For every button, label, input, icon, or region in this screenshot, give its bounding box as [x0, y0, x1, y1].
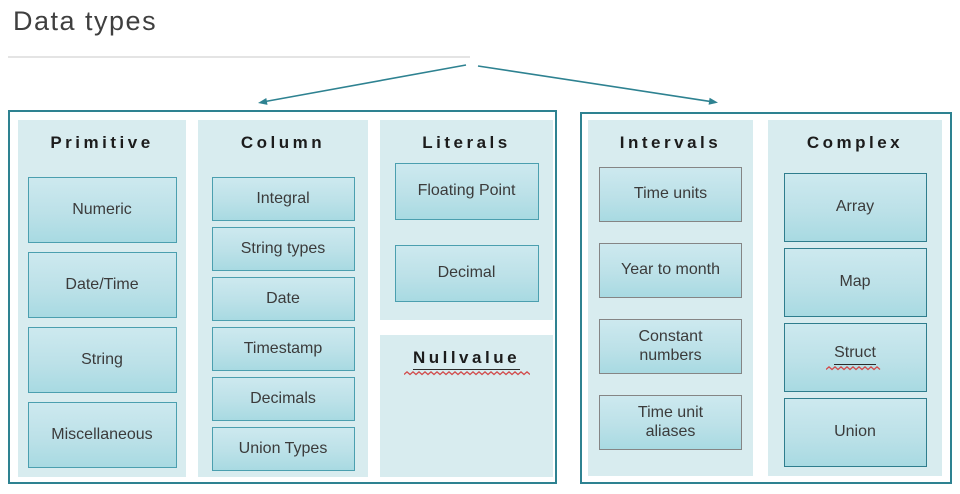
type-box-string: String	[27, 327, 177, 393]
type-box-struct: Struct	[783, 323, 927, 392]
type-box-label: String	[81, 350, 123, 368]
column-items: Integral String types Date Timestamp Dec…	[198, 177, 368, 471]
left-group-box: Primitive Numeric Date/Time String Misce…	[8, 110, 557, 484]
spellcheck-squiggle	[826, 365, 881, 371]
misspelled-word: Nullvalue	[403, 348, 530, 376]
panel-primitive: Primitive Numeric Date/Time String Misce…	[18, 120, 186, 477]
type-box-union: Union	[783, 398, 927, 467]
literals-items: Floating Point Decimal	[380, 163, 553, 302]
type-box-integral: Integral	[211, 177, 355, 221]
branch-arrow-right-head	[708, 97, 718, 105]
primitive-items: Numeric Date/Time String Miscellaneous	[18, 177, 186, 468]
type-box-miscellaneous: Miscellaneous	[27, 402, 177, 468]
type-box-label: Time units	[633, 185, 708, 203]
type-box-year-to-month: Year to month	[599, 243, 742, 298]
branch-arrow-right-line	[477, 65, 711, 103]
type-box-label: Map	[839, 273, 871, 291]
type-box-date-time: Date/Time	[27, 252, 177, 318]
panel-header-intervals: Intervals	[619, 133, 722, 152]
type-box-label: Numeric	[72, 200, 132, 218]
panel-header-literals: Literals	[422, 133, 511, 152]
type-box-label: Decimals	[250, 389, 316, 407]
type-box-decimal: Decimal	[394, 245, 539, 302]
type-box-label: Date/Time	[65, 275, 139, 293]
type-box-decimals: Decimals	[211, 377, 355, 421]
panel-literals: Literals Floating Point Decimal	[380, 120, 553, 320]
panel-column: Column Integral String types Date Timest…	[198, 120, 368, 477]
panel-complex: Complex Array Map Struct Union	[768, 120, 942, 476]
panel-header-column: Column	[240, 133, 326, 152]
type-box-label: String types	[240, 239, 326, 257]
right-group-box: Intervals Time units Year to month Const…	[580, 112, 952, 484]
type-box-label: Array	[835, 198, 875, 216]
title-divider	[8, 56, 470, 58]
type-box-array: Array	[783, 173, 927, 242]
type-box-label: Floating Point	[417, 182, 516, 200]
type-box-label: Integral	[256, 189, 310, 207]
page-title: Data types	[13, 6, 158, 36]
type-box-label: Union Types	[238, 439, 328, 457]
branch-arrow-left-line	[265, 64, 467, 103]
panel-nullvalue: Nullvalue	[380, 335, 553, 477]
panel-intervals: Intervals Time units Year to month Const…	[588, 120, 753, 476]
type-box-union-types: Union Types	[211, 427, 355, 471]
type-box-label: Year to month	[620, 261, 721, 279]
type-box-date: Date	[211, 277, 355, 321]
panel-header-complex: Complex	[806, 133, 904, 152]
misspelled-word: Struct	[826, 344, 884, 371]
type-box-label: Time unit aliases	[637, 404, 704, 440]
nullvalue-label: Nullvalue	[412, 348, 521, 370]
type-box-time-unit-aliases: Time unit aliases	[599, 395, 742, 450]
intervals-items: Time units Year to month Constant number…	[588, 167, 753, 450]
branch-arrows	[258, 64, 718, 105]
type-box-numeric: Numeric	[27, 177, 177, 243]
type-box-label: Decimal	[437, 264, 496, 282]
type-box-label: Miscellaneous	[51, 425, 153, 443]
complex-items: Array Map Struct Union	[768, 173, 942, 467]
spellcheck-squiggle	[403, 371, 530, 376]
type-box-string-types: String types	[211, 227, 355, 271]
type-box-label: Timestamp	[243, 339, 323, 357]
type-box-timestamp: Timestamp	[211, 327, 355, 371]
type-box-map: Map	[783, 248, 927, 317]
panel-header-nullvalue: Nullvalue	[380, 348, 553, 376]
branch-arrow-left-head	[258, 98, 268, 105]
type-box-floating-point: Floating Point	[394, 163, 539, 220]
type-box-constant-numbers: Constant numbers	[599, 319, 742, 374]
type-box-label: Date	[266, 289, 300, 307]
type-box-label: Struct	[834, 344, 876, 365]
type-box-label: Constant numbers	[638, 328, 703, 364]
panel-header-primitive: Primitive	[50, 133, 154, 152]
type-box-label: Union	[834, 423, 876, 441]
type-box-time-units: Time units	[599, 167, 742, 222]
